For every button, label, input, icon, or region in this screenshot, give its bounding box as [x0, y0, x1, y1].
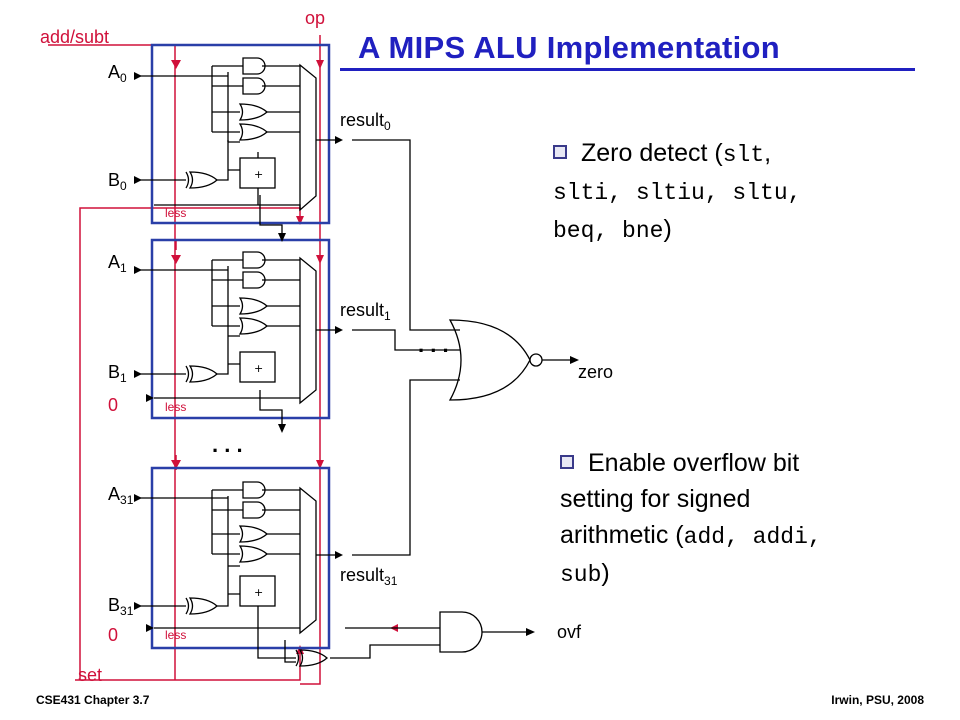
ovf-output-label: ovf: [557, 622, 582, 642]
bullet-overflow: Enable overflow bit setting for signed a…: [560, 449, 822, 588]
adder-plus-signs: + + +: [254, 168, 263, 599]
less-label-0: less: [165, 206, 187, 220]
b0-label: B0: [108, 170, 127, 193]
bullet-zero-detect: Zero detect (slt, slti, sltiu, sltu, beq…: [553, 139, 802, 244]
set-label: set: [78, 665, 103, 685]
bullet-square-icon: [560, 455, 574, 469]
less-label-1: less: [165, 400, 187, 414]
a1-label: A1: [108, 252, 127, 275]
nor-input-ellipsis: . . .: [418, 332, 449, 357]
op-label: op: [305, 8, 326, 28]
bit-slice-0: [150, 43, 331, 225]
svg-text:+: +: [254, 586, 263, 599]
svg-text:+: +: [254, 168, 263, 181]
result31-label: result31: [340, 565, 398, 588]
zero-output-label: zero: [578, 362, 614, 382]
add-subt-label: add/subt: [40, 27, 110, 47]
result1-label: result1: [340, 300, 391, 323]
less-label-31: less: [165, 628, 187, 642]
svg-text:+: +: [254, 362, 263, 375]
result0-label: result0: [340, 110, 391, 133]
bullet-square-icon: [553, 145, 567, 159]
b1-label: B1: [108, 362, 127, 385]
footer-course: CSE431 Chapter 3.7: [36, 693, 150, 707]
slide-title: A MIPS ALU Implementation: [358, 30, 781, 65]
bit-slice-31: [150, 466, 331, 650]
bit-slices: [150, 43, 331, 650]
footer-author: Irwin, PSU, 2008: [831, 693, 924, 707]
slice-ellipsis: . . .: [212, 432, 243, 457]
a0-label: A0: [108, 62, 127, 85]
b31-label: B31: [108, 595, 134, 618]
bit-slice-1: [150, 238, 331, 420]
less-zero-input-31: 0: [108, 625, 119, 645]
less-zero-input-1: 0: [108, 395, 119, 415]
a31-label: A31: [108, 484, 134, 507]
arrowheads: [134, 72, 579, 636]
title-underline: [340, 68, 915, 71]
